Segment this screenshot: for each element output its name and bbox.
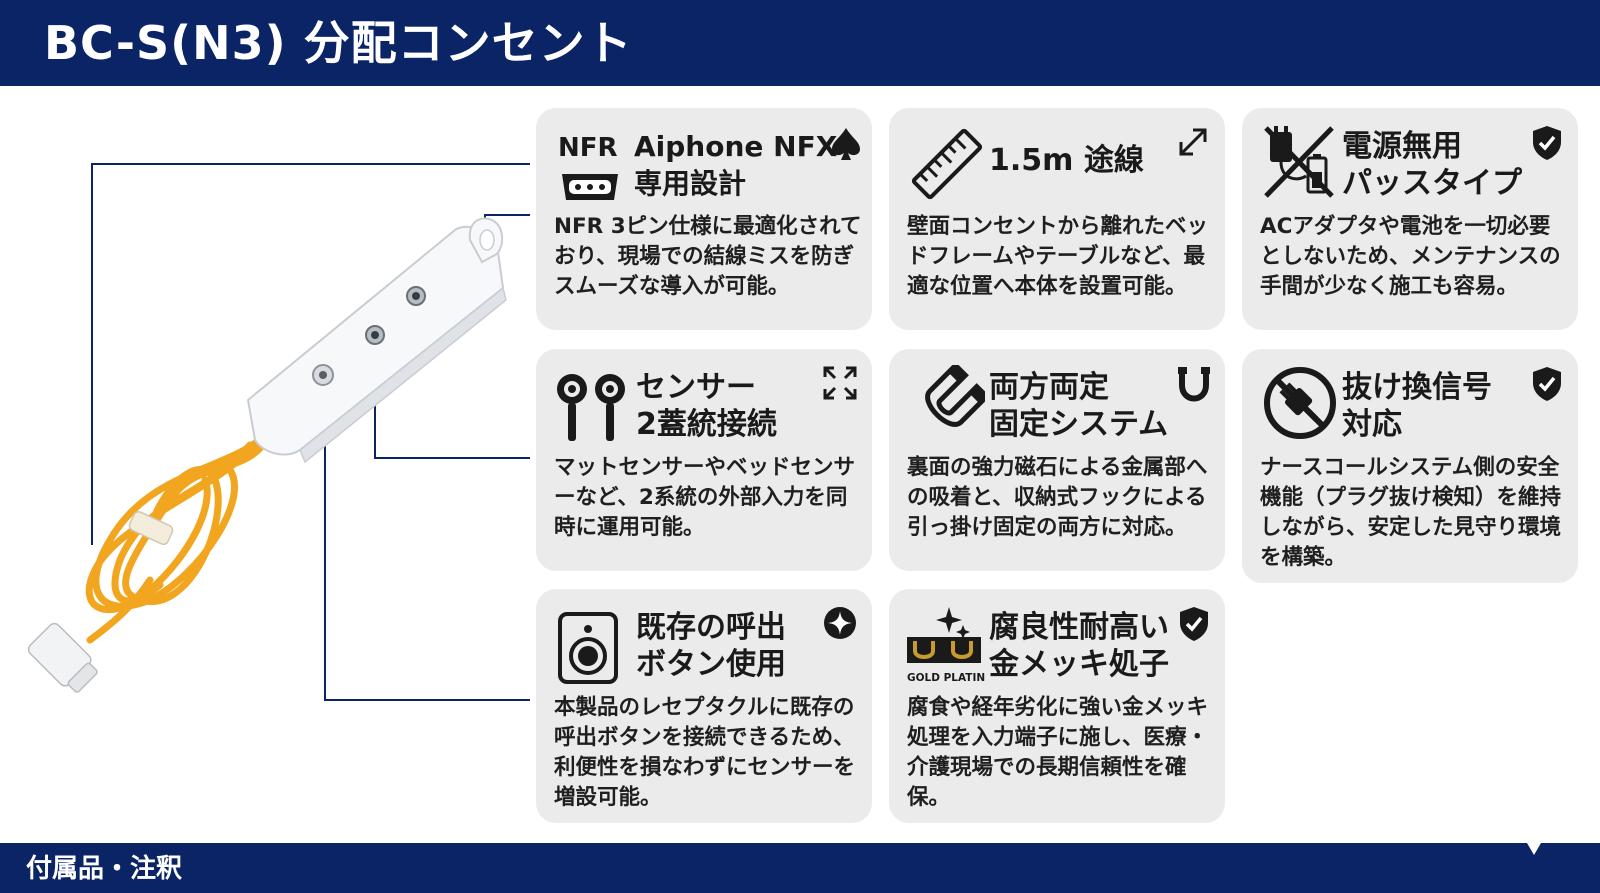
gold-plating-icon: GOLD PLATING <box>905 603 994 691</box>
feature-card-nfx: NFR Aiphone NFX 専用設計 NFR 3ピン仕様に最適化されており、… <box>536 108 872 330</box>
feature-description: 裏面の強力磁石による金属部への吸着と、収納式フックによる引っ掛け固定の両方に対応… <box>907 455 1208 540</box>
sparkle-circle-icon <box>822 605 858 645</box>
leader-line-nfx <box>91 163 530 545</box>
triangle-marker-icon <box>1527 843 1541 855</box>
feature-title-line: 2蓋統接続 <box>636 407 777 442</box>
feature-title-line: 両方両定 <box>989 370 1109 405</box>
feature-title-line: 抜け換信号 <box>1342 370 1492 405</box>
feature-title-line: 固定システム <box>989 407 1169 442</box>
header-bar: BC-S(N3) 分配コンセント <box>0 0 1600 86</box>
feature-title-line: Aiphone NFX <box>634 130 838 163</box>
feature-title-line: 腐良性耐高い <box>989 610 1169 645</box>
feature-description: 壁面コンセントから離れたベッドフレームやテーブルなど、最適な位置へ本体を設置可能… <box>907 214 1209 299</box>
u-magnet-icon <box>1177 365 1211 407</box>
magnet-icon <box>909 361 991 447</box>
feature-description: マットセンサーやベッドセンサーなど、2系統の外部入力を同時に運用可能。 <box>554 455 856 540</box>
feature-card-mount: 両方両定 固定システム 裏面の強力磁石による金属部への吸着と、収納式フックによる… <box>889 349 1225 571</box>
feature-card-plating: GOLD PLATING 腐良性耐高い 金メッキ処子 腐食や経年劣化に強い金メッ… <box>889 589 1225 823</box>
feature-title: 電源無用 パッスタイプ <box>1342 128 1542 202</box>
expand-icon <box>822 365 858 405</box>
page-title: BC-S(N3) 分配コンセント <box>44 16 633 70</box>
feature-title-line: 1.5m 途線 <box>989 143 1144 178</box>
footer-bar: 付属品・注釈 <box>0 843 1600 893</box>
speaker-button-icon <box>556 611 622 689</box>
feature-title-line: ボタン使用 <box>636 647 786 682</box>
nfr-icon-label: NFR <box>558 133 618 163</box>
feature-title: 抜け換信号 対応 <box>1342 369 1542 443</box>
feature-title-line: パッスタイプ <box>1342 166 1522 201</box>
jack-input <box>312 364 334 386</box>
no-power-icon <box>1262 124 1336 204</box>
feature-card-cable: 1.5m 途線 壁面コンセントから離れたベッドフレームやテーブルなど、最適な位置… <box>889 108 1225 330</box>
footer-label: 付属品・注釈 <box>26 854 183 884</box>
spade-icon <box>830 126 862 166</box>
jack-sensor-2 <box>406 286 426 306</box>
feature-title-line: 金メッキ処子 <box>989 647 1169 682</box>
cable-tie <box>128 510 174 546</box>
cable <box>85 426 276 644</box>
product-illustration <box>27 163 530 701</box>
feature-title: センサー 2蓋統接続 <box>636 369 836 443</box>
end-connector <box>27 622 98 693</box>
feature-title-line: センサー <box>636 370 756 405</box>
feature-description: ナースコールシステム側の安全機能（プラグ抜け検知）を維持しながら、安定した見守り… <box>1260 455 1562 570</box>
shield-check-icon <box>1177 605 1211 647</box>
sensor-plugs-icon <box>552 367 632 451</box>
feature-title-line: 電源無用 <box>1342 129 1462 164</box>
feature-title: Aiphone NFX 専用設計 <box>634 128 864 202</box>
feature-card-sensor: センサー 2蓋統接続 マットセンサーやベッドセンサーなど、2系統の外部入力を同時… <box>536 349 872 571</box>
feature-description: 本製品のレセプタクルに既存の呼出ボタンを接続できるため、利便性を損なわずにセンサ… <box>554 695 856 810</box>
jack-sensor-1 <box>365 325 385 345</box>
feature-title: 腐良性耐高い 金メッキ処子 <box>989 609 1189 683</box>
feature-card-unplug: 抜け換信号 対応 ナースコールシステム側の安全機能（プラグ抜け検知）を維持しなが… <box>1242 349 1578 583</box>
leader-line-button <box>324 385 530 701</box>
shield-check-icon <box>1530 124 1564 166</box>
ruler-icon <box>909 126 985 206</box>
unplug-icon <box>1262 365 1338 445</box>
gold-plating-label: GOLD PLATING <box>907 672 985 684</box>
feature-title-line: 既存の呼出 <box>636 610 786 645</box>
feature-title-line: 専用設計 <box>634 167 747 200</box>
feature-title-line: 対応 <box>1342 407 1402 442</box>
feature-description: ACアダプタや電池を一切必要としないため、メンテナンスの手間が少なく施工も容易。 <box>1260 214 1561 299</box>
feature-description: NFR 3ピン仕様に最適化されており、現場での結線ミスを防ぎスムーズな導入が可能… <box>554 214 862 299</box>
feature-title: 1.5m 途線 <box>989 142 1189 179</box>
feature-card-button: 既存の呼出 ボタン使用 本製品のレセプタクルに既存の呼出ボタンを接続できるため、… <box>536 589 872 823</box>
feature-description: 腐食や経年劣化に強い金メッキ処理を入力端子に施し、医療・介護現場での長期信頼性を… <box>907 695 1209 810</box>
diagonal-arrow-icon <box>1175 124 1211 164</box>
feature-title: 既存の呼出 ボタン使用 <box>636 609 836 683</box>
feature-card-power: 電源無用 パッスタイプ ACアダプタや電池を一切必要としないため、メンテナンスの… <box>1242 108 1578 330</box>
nfr-connector-icon: NFR <box>556 126 626 210</box>
shield-check-icon <box>1530 365 1564 407</box>
feature-title: 両方両定 固定システム <box>989 369 1189 443</box>
